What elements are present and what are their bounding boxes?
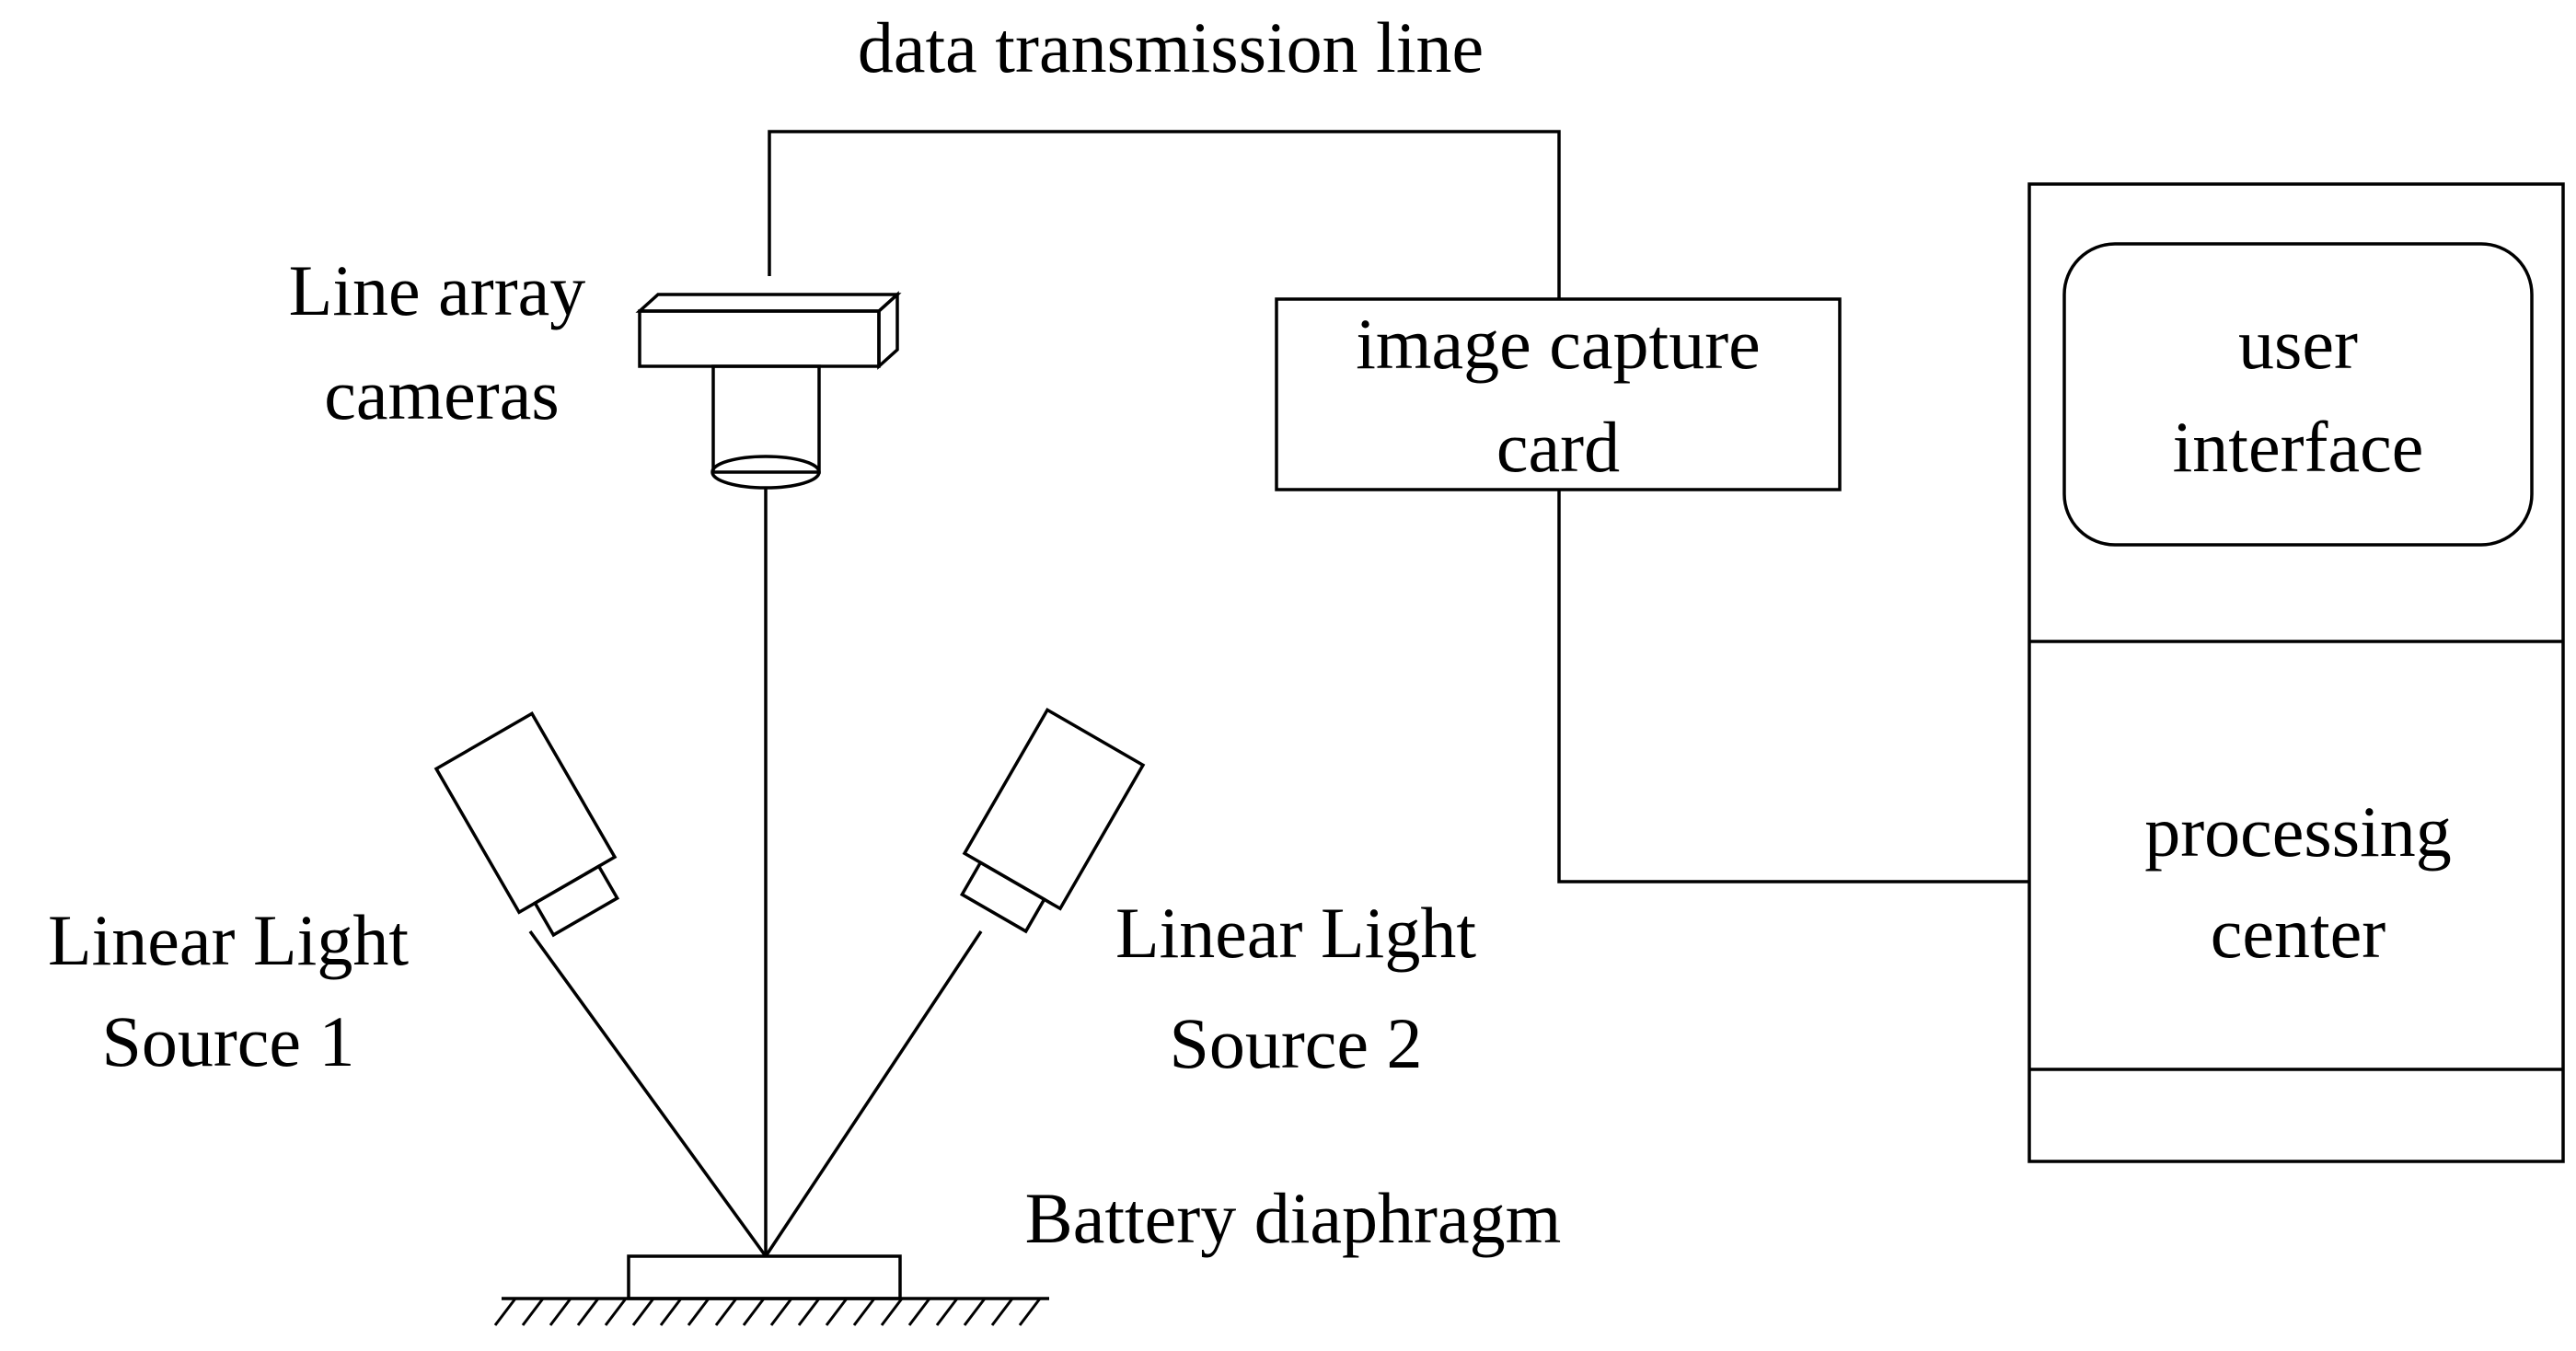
card-to-computer-line [1557,490,2029,883]
camera-label-line2: cameras [324,354,559,434]
ground-hatching [493,1298,1042,1326]
light-source-2-body [962,708,1146,911]
light-ray-1 [528,930,768,1258]
data-transmission-line-label: data transmission line [858,7,1484,87]
ground-hatch-mark [907,1298,931,1326]
ground-hatch-mark [963,1298,987,1326]
computer-case [2027,182,2565,1163]
light-source-1-label-line1: Linear Light [48,900,409,980]
camera-body-front [638,309,881,368]
camera-body-side [877,291,899,370]
ground-hatch-mark [549,1298,572,1326]
line-array-camera [635,291,902,490]
light-ray-2 [764,930,983,1257]
ground-hatch-mark [687,1298,710,1326]
computer [2027,182,2565,1163]
ground-hatch-mark [714,1298,738,1326]
capture-card-label-line1: image capture [1356,304,1761,384]
light-source-1-label-line2: Source 1 [101,1001,354,1081]
ground-hatch-mark [493,1298,517,1326]
ground-hatch-mark [1018,1298,1042,1326]
ground-hatch-mark [521,1298,545,1326]
data-transmission-line [768,130,1561,299]
ground-hatch-mark [576,1298,600,1326]
camera-lens-barrel [711,364,821,474]
ground-hatch-mark [659,1298,683,1326]
ground-hatch-mark [631,1298,655,1326]
light-source-1-head [532,863,620,938]
camera-body-top [635,293,902,313]
ground-hatch-mark [935,1298,959,1326]
light-source-2-label-line1: Linear Light [1115,893,1476,973]
ground-hatch-mark [797,1298,821,1326]
light-source-2-label-line2: Source 2 [1169,1003,1422,1083]
camera-label-line1: Line array [289,250,586,330]
user-interface-label-line1: user [2238,304,2358,384]
linear-light-source-1 [433,711,620,938]
capture-card-label-line2: card [1496,407,1620,487]
ground-hatch-mark [742,1298,766,1326]
processing-center-label-line1: processing [2144,791,2452,872]
processing-center-label-line2: center [2211,893,2386,973]
ground-hatch-mark [769,1298,793,1326]
ground-hatch-mark [825,1298,849,1326]
light-source-1-body [433,711,618,915]
battery-diaphragm-label: Battery diaphragm [1025,1178,1562,1258]
ground-hatch-mark [880,1298,904,1326]
ground-hatch-mark [604,1298,628,1326]
ground-hatch-mark [990,1298,1014,1326]
user-interface-label-line2: interface [2173,407,2424,487]
ground-hatch-mark [852,1298,876,1326]
battery-diaphragm-plate [627,1254,902,1300]
light-source-2-head [959,860,1047,934]
user-interface-screen [2062,242,2534,547]
linear-light-source-2 [959,708,1146,934]
